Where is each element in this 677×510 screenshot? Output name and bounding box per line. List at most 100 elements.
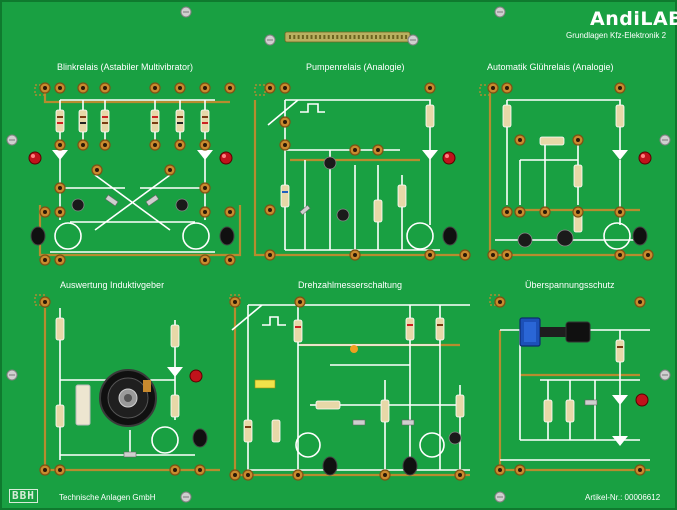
header-connector — [284, 31, 411, 43]
header-pin — [392, 35, 395, 39]
test-socket-hole — [498, 300, 502, 304]
test-socket-hole — [103, 143, 107, 147]
header-pin — [306, 35, 309, 39]
test-socket-hole — [58, 468, 62, 472]
potentiometer — [519, 317, 591, 347]
header-pin — [396, 35, 399, 39]
test-socket-hole — [58, 210, 62, 214]
test-socket-hole — [228, 210, 232, 214]
test-socket-hole — [268, 253, 272, 257]
test-socket-hole — [178, 143, 182, 147]
test-socket-hole — [81, 143, 85, 147]
module-title-gluehrelais: Automatik Glührelais (Analogie) — [487, 62, 614, 72]
test-socket-hole — [376, 148, 380, 152]
test-socket-hole — [198, 468, 202, 472]
test-socket-hole — [638, 468, 642, 472]
test-socket-hole — [178, 86, 182, 90]
test-socket-hole — [43, 258, 47, 262]
header-pin — [362, 35, 365, 39]
header-pin — [297, 35, 300, 39]
header-pin — [332, 35, 334, 39]
header-pin — [405, 35, 408, 39]
test-socket-hole — [505, 86, 509, 90]
module-title-ueberspannung: Überspannungsschutz — [525, 280, 615, 290]
test-socket-hole — [576, 138, 580, 142]
test-socket-hole — [246, 473, 250, 477]
module-title-pumpenrelais: Pumpenrelais (Analogie) — [306, 62, 405, 72]
test-socket-hole — [353, 253, 357, 257]
test-socket-hole — [58, 143, 62, 147]
test-socket-hole — [203, 258, 207, 262]
test-socket-hole — [228, 86, 232, 90]
test-socket-hole — [268, 208, 272, 212]
header-pin — [375, 35, 377, 39]
header-pin — [314, 35, 317, 39]
header-pin — [366, 35, 369, 39]
test-socket-hole — [518, 468, 522, 472]
test-socket-hole — [283, 120, 287, 124]
article-number: Artikel-Nr.: 00006612 — [585, 493, 661, 502]
test-socket-hole — [491, 253, 495, 257]
header-pin — [319, 35, 322, 39]
header-pin — [344, 35, 347, 39]
test-socket-hole — [58, 258, 62, 262]
test-socket-hole — [463, 253, 467, 257]
header-pin — [336, 35, 339, 39]
test-socket-hole — [203, 86, 207, 90]
header-pin — [349, 35, 352, 39]
header-pin — [310, 35, 313, 39]
test-socket-hole — [505, 210, 509, 214]
test-socket-hole — [81, 86, 85, 90]
test-socket-hole — [58, 186, 62, 190]
test-socket-hole — [576, 210, 580, 214]
header-pin — [400, 35, 403, 39]
inductive-sensor — [75, 369, 157, 427]
module-title-drehzahlmesser: Drehzahlmesserschaltung — [298, 280, 403, 290]
test-socket-hole — [233, 300, 237, 304]
test-socket-hole — [428, 86, 432, 90]
header-pin — [327, 35, 330, 39]
brand-subtitle: Grundlagen Kfz-Elektronik 2 — [566, 31, 667, 40]
header-pin — [289, 35, 291, 39]
test-socket-hole — [518, 210, 522, 214]
test-socket-hole — [618, 86, 622, 90]
header-pin — [323, 35, 326, 39]
test-socket-hole — [458, 473, 462, 477]
test-socket-hole — [296, 473, 300, 477]
module-title-blinkrelais: Blinkrelais (Astabiler Multivibrator) — [57, 62, 194, 72]
test-socket-hole — [153, 143, 157, 147]
test-socket-hole — [498, 468, 502, 472]
test-socket-hole — [283, 143, 287, 147]
header-pin — [301, 35, 304, 39]
brand-name: AndiLAB — [590, 8, 677, 30]
test-socket-hole — [58, 86, 62, 90]
test-socket-hole — [268, 86, 272, 90]
test-socket-hole — [428, 253, 432, 257]
header-pin — [353, 35, 356, 39]
test-socket-hole — [153, 86, 157, 90]
company-logo: BBH — [9, 489, 38, 503]
test-socket-hole — [618, 253, 622, 257]
test-socket-hole — [491, 86, 495, 90]
test-socket-hole — [353, 148, 357, 152]
test-socket-hole — [233, 473, 237, 477]
test-socket-hole — [298, 300, 302, 304]
header-pin — [340, 35, 343, 39]
test-socket-hole — [228, 258, 232, 262]
company-name: Technische Anlagen GmbH — [59, 493, 156, 502]
header-pin — [370, 35, 373, 39]
test-socket-hole — [618, 210, 622, 214]
test-socket-hole — [646, 253, 650, 257]
test-socket-hole — [43, 86, 47, 90]
test-socket-hole — [43, 300, 47, 304]
test-socket-hole — [203, 186, 207, 190]
test-socket-hole — [283, 86, 287, 90]
test-socket-hole — [518, 138, 522, 142]
led-group — [28, 151, 652, 407]
test-socket-hole — [173, 468, 177, 472]
test-socket-hole — [43, 210, 47, 214]
header-pin — [379, 35, 382, 39]
test-socket-hole — [383, 473, 387, 477]
header-pin — [387, 35, 390, 39]
